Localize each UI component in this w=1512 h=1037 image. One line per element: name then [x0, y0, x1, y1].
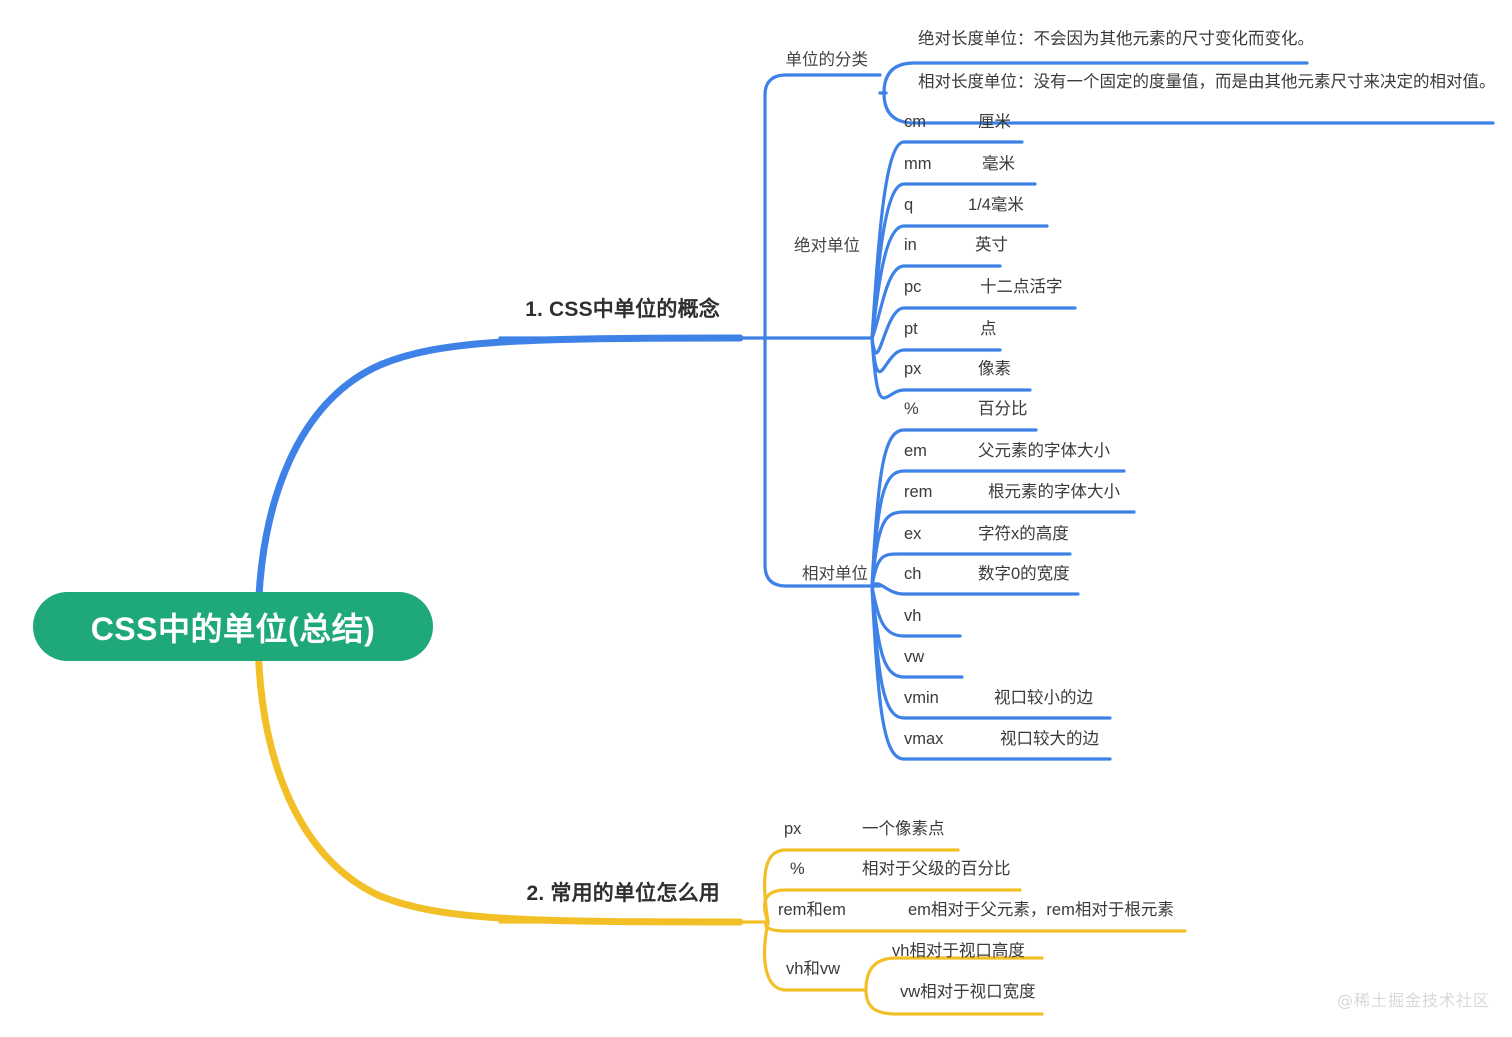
trunk-yellow [254, 628, 744, 926]
fan-classification [882, 61, 1309, 95]
node-usage-vhvw[interactable]: vh和vw [786, 960, 841, 978]
node-unit-mm-meaning: 毫米 [982, 155, 1015, 173]
spine-blue-bottom [763, 563, 882, 588]
node-unit-vmin[interactable]: vmin [904, 689, 939, 707]
node-unit-rem-meaning: 根元素的字体大小 [988, 483, 1120, 501]
node-unit-in[interactable]: in [904, 236, 917, 254]
node-usage-vw-desc[interactable]: vw相对于视口宽度 [900, 983, 1036, 1001]
node-abs-length-desc[interactable]: 绝对长度单位：不会因为其他元素的尺寸变化而变化。 [918, 30, 1314, 48]
node-relative-units[interactable]: 相对单位 [802, 565, 868, 583]
node-unit-percent[interactable]: % [904, 400, 919, 418]
node-unit-em-meaning: 父元素的字体大小 [978, 442, 1110, 460]
node-usage-px[interactable]: px [784, 820, 802, 838]
node-classification[interactable]: 单位的分类 [785, 51, 869, 69]
fan-classification-2 [882, 91, 1495, 125]
fan-absolute-units [870, 140, 1077, 400]
node-unit-vmax-meaning: 视口较大的边 [1000, 730, 1099, 748]
node-unit-pt[interactable]: pt [904, 320, 918, 338]
node-unit-cm[interactable]: cm [904, 113, 926, 131]
node-rel-length-desc[interactable]: 相对长度单位：没有一个固定的度量值，而是由其他元素尺寸来决定的相对值。 [918, 73, 1496, 91]
node-unit-pt-meaning: 点 [980, 320, 997, 338]
node-unit-px[interactable]: px [904, 360, 922, 378]
node-unit-in-meaning: 英寸 [975, 236, 1008, 254]
node-unit-px-meaning: 像素 [978, 360, 1011, 378]
node-unit-vh[interactable]: vh [904, 607, 922, 625]
node-unit-pc-meaning: 十二点活字 [980, 278, 1063, 296]
node-usage-remem-meaning: em相对于父元素，rem相对于根元素 [908, 901, 1174, 919]
node-unit-ch-meaning: 数字0的宽度 [978, 565, 1070, 583]
node-unit-vw[interactable]: vw [904, 648, 925, 666]
node-unit-percent-meaning: 百分比 [978, 400, 1028, 418]
fan-relative-units [870, 428, 1136, 761]
node-usage-percent[interactable]: % [790, 860, 805, 878]
node-unit-cm-meaning: 厘米 [978, 113, 1011, 131]
node-usage-vh-desc[interactable]: vh相对于视口高度 [892, 942, 1025, 960]
watermark: @稀土掘金技术社区 [1336, 991, 1490, 1010]
node-unit-mm[interactable]: mm [904, 155, 932, 173]
node-usage-px-meaning: 一个像素点 [862, 820, 945, 838]
node-usage-remem[interactable]: rem和em [778, 901, 846, 919]
node-unit-ex[interactable]: ex [904, 525, 922, 543]
node-unit-vmin-meaning: 视口较小的边 [994, 689, 1093, 707]
branch-title-usage[interactable]: 2. 常用的单位怎么用 [526, 882, 720, 905]
root-node-label: CSS中的单位(总结) [90, 610, 376, 647]
fan-usage [762, 848, 1187, 992]
node-unit-ch[interactable]: ch [904, 565, 922, 583]
branch-title-concept[interactable]: 1. CSS中单位的概念 [525, 298, 720, 321]
spine-blue [763, 73, 882, 97]
node-unit-q-meaning: 1/4毫米 [968, 196, 1024, 214]
node-unit-pc[interactable]: pc [904, 278, 922, 296]
node-unit-ex-meaning: 字符x的高度 [978, 525, 1069, 543]
node-unit-em[interactable]: em [904, 442, 927, 460]
node-usage-percent-meaning: 相对于父级的百分比 [862, 860, 1011, 878]
node-absolute-units[interactable]: 绝对单位 [794, 237, 860, 255]
root-node[interactable]: CSS中的单位(总结) [33, 592, 433, 661]
trunk-blue [254, 334, 744, 634]
node-unit-q[interactable]: q [904, 196, 914, 214]
fan-usage-vhvw [864, 956, 1044, 1016]
node-unit-vmax[interactable]: vmax [904, 730, 944, 748]
node-unit-rem[interactable]: rem [904, 483, 933, 501]
